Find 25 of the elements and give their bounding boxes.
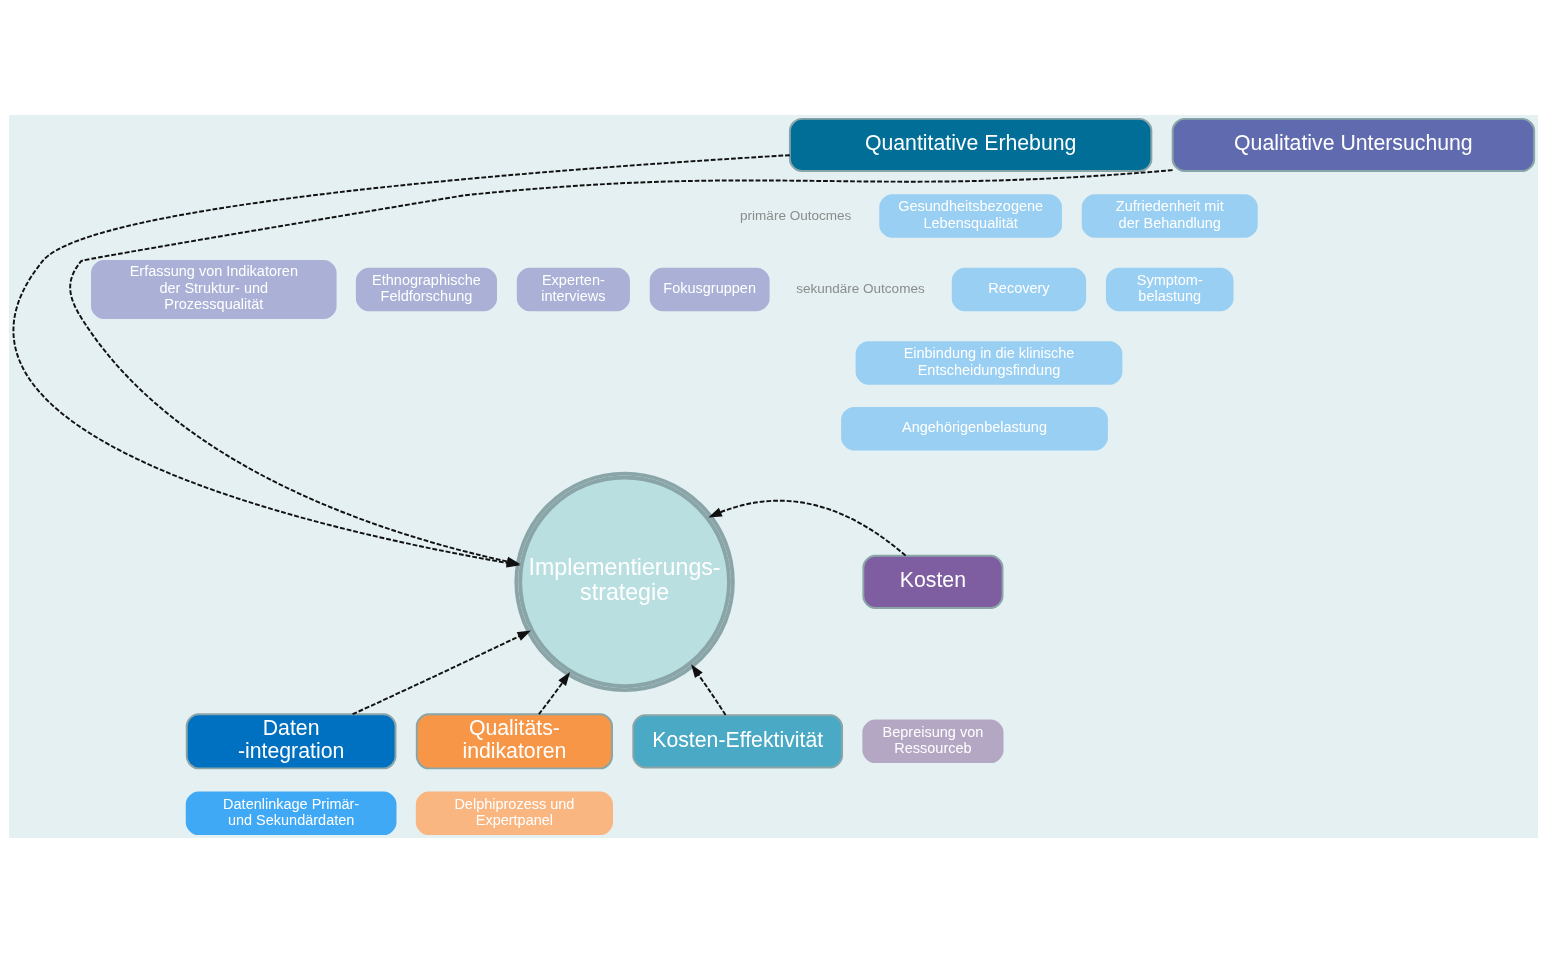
node-box: Quantitative Erhebung bbox=[788, 117, 1153, 173]
arrow bbox=[691, 664, 727, 716]
node-box: Symptom- belastung bbox=[1105, 267, 1234, 312]
node-box: Datenlinkage Primär- und Sekundärdaten bbox=[185, 791, 397, 836]
node-box: Qualitative Untersuchung bbox=[1171, 117, 1536, 173]
node-box: Bepreisung von Ressourceb bbox=[862, 719, 1004, 764]
label: primäre Outocmes bbox=[740, 207, 852, 223]
node-box: Fokusgruppen bbox=[649, 267, 770, 312]
node-box: Experten- interviews bbox=[516, 267, 630, 312]
node-box: Zufriedenheit mit der Behandlung bbox=[1081, 194, 1258, 238]
node-box: Einbindung in die klinische Entscheidungsfindung bbox=[855, 341, 1123, 385]
arrow bbox=[351, 630, 531, 716]
node-box: Daten -integration bbox=[185, 713, 397, 770]
label: sekundäre Outcomes bbox=[796, 281, 925, 297]
node-box: Erfassung von Indikatoren der Struktur- und Prozessqualität bbox=[91, 260, 337, 319]
node-box: Ethnographische Feldforschung bbox=[355, 267, 497, 312]
node-box: Qualitäts- indikatoren bbox=[415, 713, 613, 770]
node-box: Kosten-Effektivität bbox=[632, 714, 844, 769]
arrow bbox=[537, 672, 571, 716]
node-box: Gesundheitsbezogene Lebensqualität bbox=[879, 194, 1062, 238]
node-box: Recovery bbox=[951, 267, 1087, 312]
arrow bbox=[708, 499, 907, 557]
node-box: Kosten bbox=[862, 554, 1004, 609]
node-box: Angehörigenbelastung bbox=[841, 406, 1108, 451]
node-box: Delphiprozess und Expertpanel bbox=[415, 791, 613, 836]
